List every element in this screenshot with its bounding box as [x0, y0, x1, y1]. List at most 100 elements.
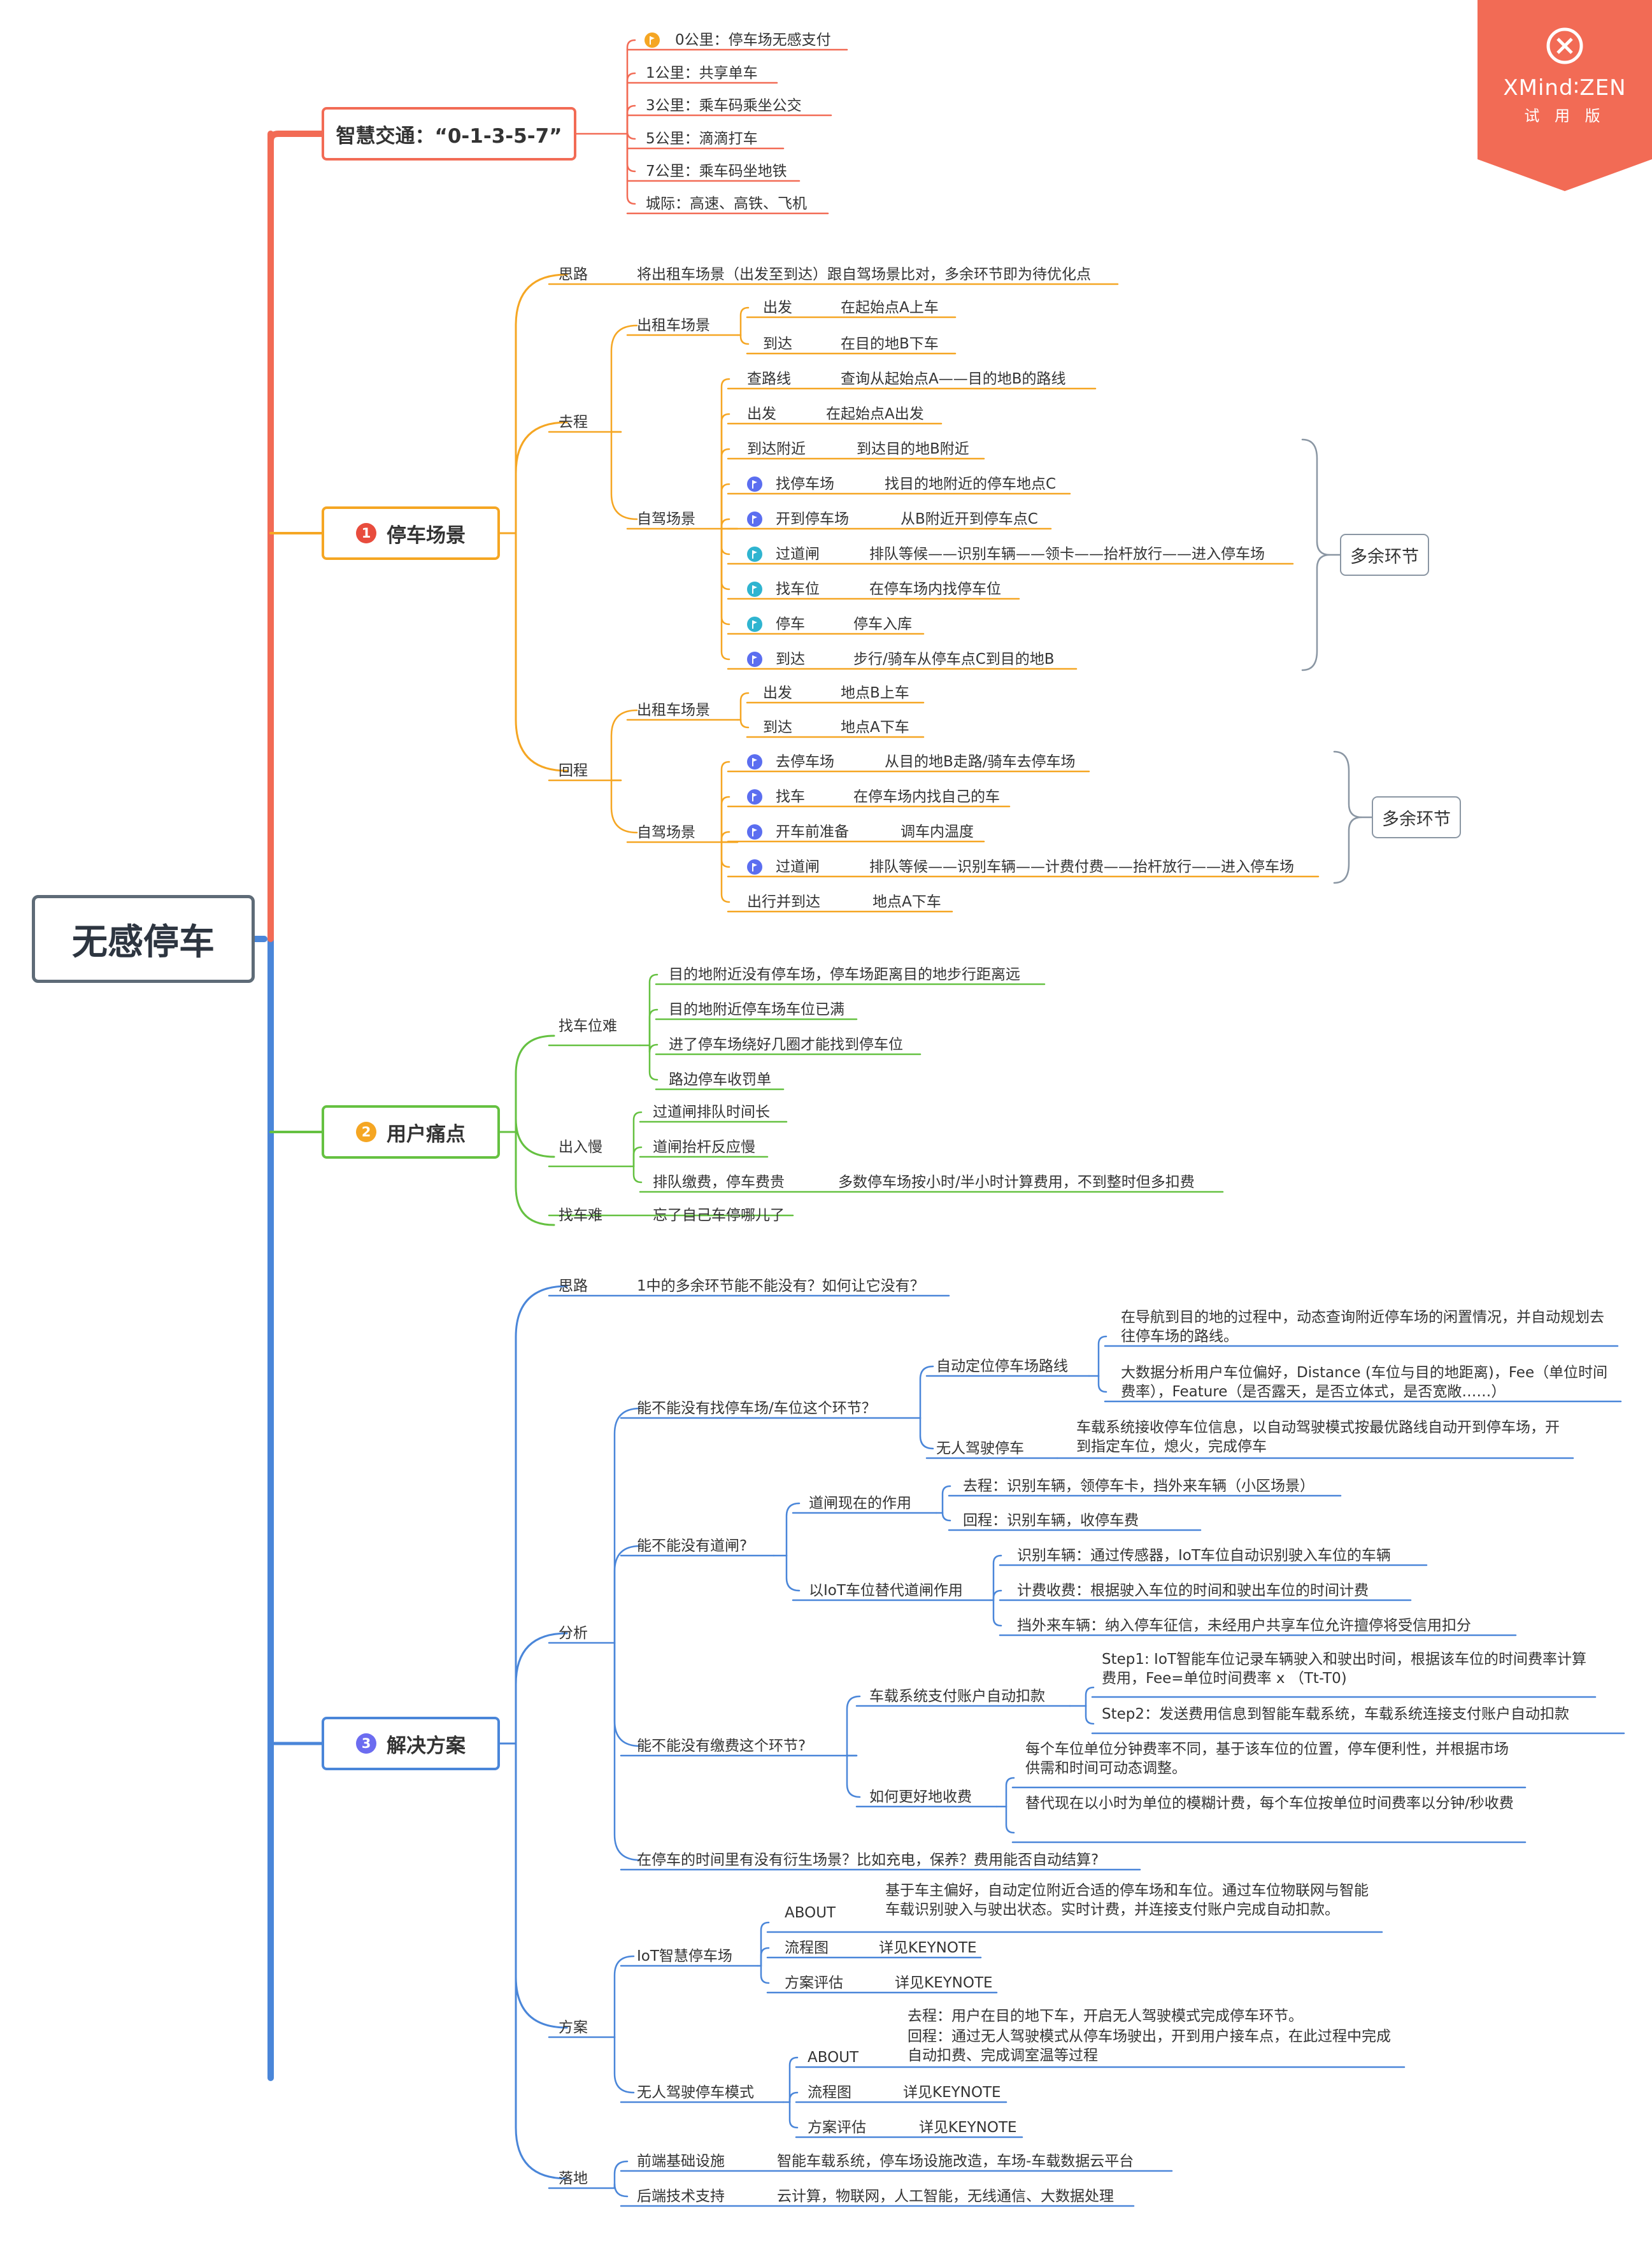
go-self-k3[interactable]: 找停车场: [776, 476, 834, 492]
sol-iot-eval-k[interactable]: 方案评估: [785, 1975, 843, 1991]
main-topic-parking-scene[interactable]: 1 停车场景: [322, 506, 500, 560]
sol-q3-b2[interactable]: 替代现在以小时为单位的模糊计费，每个车位按单位时间费率以分钟/秒收费: [1025, 1795, 1514, 1812]
sol-front-v[interactable]: 智能车载系统，停车场设施改造，车场-车载数据云平台: [777, 2153, 1134, 2170]
sol-q1[interactable]: 能不能没有找停车场/车位这个环节？: [637, 1400, 876, 1417]
go-self-k1[interactable]: 出发: [747, 406, 776, 422]
sol-q3-a[interactable]: 车载系统支付账户自动扣款: [869, 1688, 1045, 1705]
main-topic-solution[interactable]: 3 解决方案: [322, 1717, 500, 1770]
sol-q3-a1[interactable]: Step1: IoT智能车位记录车辆驶入和驶出时间，根据该车位的时间费率计算费用…: [1102, 1651, 1586, 1687]
sol-auto[interactable]: 无人驾驶停车模式: [637, 2084, 754, 2101]
back-self-label[interactable]: 自驾场景: [637, 824, 695, 841]
back-taxi-k0[interactable]: 出发: [763, 685, 792, 701]
go-self-v4[interactable]: 从B附近开到停车点C: [901, 511, 1038, 527]
go-self-v7[interactable]: 停车入库: [853, 616, 912, 633]
sol-q1-b[interactable]: 无人驾驶停车: [936, 1440, 1024, 1457]
go-taxi-k1[interactable]: 到达: [763, 336, 792, 352]
go-self-v1[interactable]: 在起始点A出发: [826, 406, 924, 422]
sol-q2-a1[interactable]: 去程：识别车辆，领停车卡，挡外来车辆（小区场景）: [963, 1478, 1314, 1494]
go-taxi-label[interactable]: 出租车场景: [637, 317, 710, 334]
summary-redundant-back[interactable]: 多余环节: [1372, 796, 1461, 838]
transport-item-intercity[interactable]: 城际：高速、高铁、飞机: [646, 196, 807, 212]
sol-q1-a2[interactable]: 大数据分析用户车位偏好，Distance (车位与目的地距离)，Fee（单位时间…: [1121, 1364, 1608, 1400]
sol-q3-a2[interactable]: Step2：发送费用信息到智能车载系统，车载系统连接支付账户自动扣款: [1102, 1706, 1570, 1722]
go-self-k4[interactable]: 开到停车场: [776, 511, 849, 527]
go-self-k2[interactable]: 到达附近: [747, 441, 806, 457]
back-self-v4[interactable]: 地点A下车: [872, 894, 941, 910]
go-self-v6[interactable]: 在停车场内找停车位: [869, 581, 1001, 598]
sol-iot-eval-v[interactable]: 详见KEYNOTE: [895, 1975, 993, 1991]
root-topic[interactable]: 无感停车: [32, 895, 255, 983]
sol-q1-a[interactable]: 自动定位停车场路线: [936, 1358, 1068, 1375]
pain-exit-0[interactable]: 过道闸排队时间长: [653, 1104, 770, 1120]
sol-back-v[interactable]: 云计算，物联网，人工智能，无线通信、大数据处理: [777, 2188, 1114, 2205]
go-self-k6[interactable]: 找车位: [776, 581, 820, 598]
sol-auto-about-k[interactable]: ABOUT: [808, 2049, 859, 2066]
sol-q3[interactable]: 能不能没有缴费这个环节?: [637, 1738, 806, 1754]
go-taxi-k0[interactable]: 出发: [763, 299, 792, 316]
go-self-label[interactable]: 自驾场景: [637, 511, 695, 527]
pain-exit-1[interactable]: 道闸抬杆反应慢: [653, 1139, 755, 1156]
go-self-v3[interactable]: 找目的地附近的停车地点C: [885, 476, 1057, 492]
back-self-k0[interactable]: 去停车场: [776, 754, 834, 770]
go-self-k7[interactable]: 停车: [776, 616, 805, 633]
back-self-k3[interactable]: 过道闸: [776, 859, 820, 875]
pain-exit-slow[interactable]: 出入慢: [559, 1139, 602, 1156]
pain-find-car[interactable]: 找车难: [559, 1207, 602, 1224]
sol-silu-text[interactable]: 1中的多余环节能不能没有？如何让它没有？: [637, 1278, 925, 1294]
pain-fee-detail[interactable]: 多数停车场按小时/半小时计算费用，不到整时但多扣费: [838, 1174, 1195, 1191]
sol-q2-b[interactable]: 以IoT车位替代道闸作用: [809, 1582, 963, 1599]
go-trip-label[interactable]: 去程: [559, 414, 588, 431]
go-self-v2[interactable]: 到达目的地B附近: [857, 441, 969, 457]
sol-auto-eval-k[interactable]: 方案评估: [808, 2119, 866, 2136]
pain-find-spot-2[interactable]: 进了停车场绕好几圈才能找到停车位: [669, 1036, 903, 1053]
back-trip-label[interactable]: 回程: [559, 763, 588, 779]
sol-analysis[interactable]: 分析: [559, 1625, 588, 1642]
sol-q3-b1[interactable]: 每个车位单位分钟费率不同，基于该车位的位置，停车便利性，并根据市场供需和时间可动…: [1025, 1741, 1509, 1777]
go-self-k5[interactable]: 过道闸: [776, 546, 820, 562]
back-self-k4[interactable]: 出行并到达: [747, 894, 820, 910]
sol-q3-b[interactable]: 如何更好地收费: [869, 1789, 972, 1805]
pain-find-car-item[interactable]: 忘了自己车停哪儿了: [653, 1207, 785, 1224]
back-taxi-v0[interactable]: 地点B上车: [841, 685, 909, 701]
sol-plan[interactable]: 方案: [559, 2019, 588, 2036]
sol-iot-about-v[interactable]: 基于车主偏好，自动定位附近合适的停车场和车位。通过车位物联网与智能车载识别驶入与…: [885, 1882, 1369, 1918]
sol-silu-label[interactable]: 思路: [559, 1278, 588, 1294]
back-self-v3[interactable]: 排队等候——识别车辆——计费付费——抬杆放行——进入停车场: [869, 859, 1294, 875]
main-topic-smart-transport[interactable]: 智慧交通：“0-1-3-5-7”: [322, 107, 576, 161]
sol-auto-about-v1[interactable]: 去程：用户在目的地下车，开启无人驾驶模式完成停车环节。: [908, 2008, 1303, 2024]
go-self-k8[interactable]: 到达: [776, 651, 805, 668]
sol-q2-a2[interactable]: 回程：识别车辆，收停车费: [963, 1512, 1139, 1529]
parking-silu-label[interactable]: 思路: [559, 266, 588, 283]
sol-land[interactable]: 落地: [559, 2170, 588, 2187]
back-self-k2[interactable]: 开车前准备: [776, 824, 849, 840]
go-taxi-v0[interactable]: 在起始点A上车: [841, 299, 939, 316]
main-topic-user-pain[interactable]: 2 用户痛点: [322, 1105, 500, 1159]
sol-iot[interactable]: IoT智慧停车场: [637, 1948, 732, 1965]
transport-item-3[interactable]: 3公里：乘车码乘坐公交: [646, 97, 802, 114]
sol-q2-b3[interactable]: 挡外来车辆：纳入停车征信，未经用户共享车位允许擅停将受信用扣分: [1017, 1617, 1471, 1634]
sol-auto-eval-v[interactable]: 详见KEYNOTE: [919, 2119, 1017, 2136]
sol-q1-a1[interactable]: 在导航到目的地的过程中，动态查询附近停车场的闲置情况，并自动规划去往停车场的路线…: [1121, 1309, 1604, 1345]
sol-auto-about-v2[interactable]: 回程：通过无人驾驶模式从停车场驶出，开到用户接车点，在此过程中完成自动扣费、完成…: [908, 2028, 1391, 2064]
sol-front-k[interactable]: 前端基础设施: [637, 2153, 725, 2170]
sol-q2-a[interactable]: 道闸现在的作用: [809, 1495, 911, 1512]
pain-find-spot[interactable]: 找车位难: [559, 1018, 617, 1035]
go-self-k0[interactable]: 查路线: [747, 371, 791, 387]
go-self-v5[interactable]: 排队等候——识别车辆——领卡——抬杆放行——进入停车场: [869, 546, 1265, 562]
sol-q4[interactable]: 在停车的时间里有没有衍生场景？比如充电，保养？费用能否自动结算?: [637, 1852, 1099, 1868]
sol-auto-flow-v[interactable]: 详见KEYNOTE: [903, 2084, 1001, 2101]
back-self-v0[interactable]: 从目的地B走路/骑车去停车场: [885, 754, 1076, 770]
sol-iot-flow-k[interactable]: 流程图: [785, 1940, 829, 1956]
sol-auto-flow-k[interactable]: 流程图: [808, 2084, 851, 2101]
sol-iot-about-k[interactable]: ABOUT: [785, 1905, 836, 1921]
sol-q2-b1[interactable]: 识别车辆：通过传感器，IoT车位自动识别驶入车位的车辆: [1017, 1547, 1391, 1564]
back-taxi-k1[interactable]: 到达: [763, 719, 792, 736]
pain-find-spot-1[interactable]: 目的地附近停车场车位已满: [669, 1001, 844, 1018]
back-taxi-label[interactable]: 出租车场景: [637, 702, 710, 719]
back-self-v2[interactable]: 调车内温度: [901, 824, 974, 840]
back-taxi-v1[interactable]: 地点A下车: [841, 719, 909, 736]
transport-item-7[interactable]: 7公里：乘车码坐地铁: [646, 163, 787, 180]
transport-item-1[interactable]: 1公里：共享单车: [646, 65, 758, 82]
sol-back-k[interactable]: 后端技术支持: [637, 2188, 725, 2205]
go-self-v8[interactable]: 步行/骑车从停车点C到目的地B: [853, 651, 1055, 668]
